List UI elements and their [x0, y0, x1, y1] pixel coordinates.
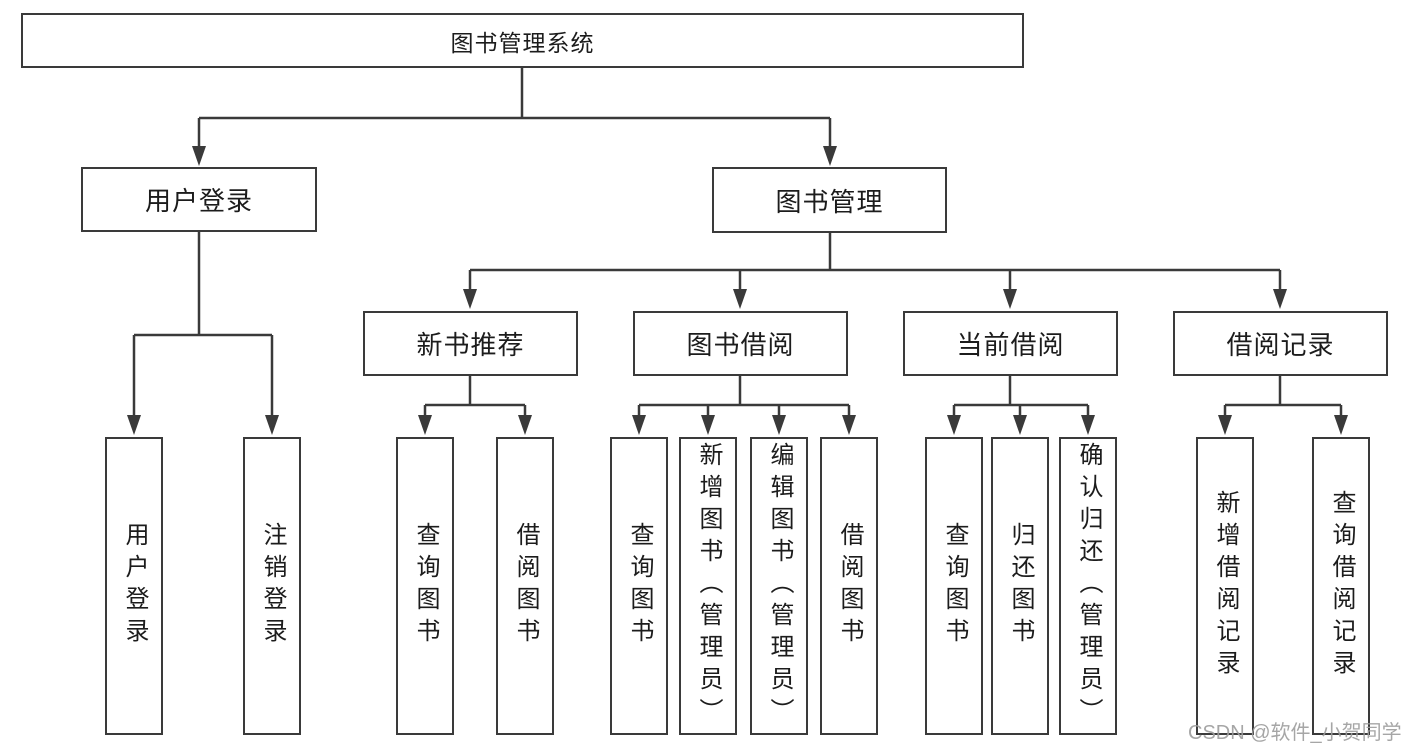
- node-label: 确认归还（管理员）: [1075, 442, 1102, 730]
- node-label: 查询图书: [626, 522, 653, 650]
- node-label: 图书管理: [775, 186, 884, 217]
- node-leaf-query-books-current: 查询图书: [925, 437, 983, 735]
- node-book-borrowing: 图书借阅: [633, 311, 848, 376]
- node-label: 借阅记录: [1226, 330, 1335, 360]
- node-label: 图书管理系统: [450, 29, 595, 56]
- csdn-watermark: CSDN @软件_小贺同学: [1188, 722, 1402, 744]
- node-label: 新增图书（管理员）: [695, 442, 722, 730]
- node-leaf-edit-book-admin: 编辑图书（管理员）: [750, 437, 808, 735]
- node-label: 查询图书: [412, 522, 439, 650]
- node-leaf-borrow-books-recommend: 借阅图书: [496, 437, 554, 735]
- node-borrowing-records: 借阅记录: [1173, 311, 1388, 376]
- node-leaf-return-books: 归还图书: [991, 437, 1049, 735]
- node-label: 编辑图书（管理员）: [766, 442, 793, 730]
- node-label: 图书借阅: [686, 330, 795, 360]
- node-new-book-recommend: 新书推荐: [363, 311, 578, 376]
- node-current-borrowing: 当前借阅: [903, 311, 1118, 376]
- node-label: 归还图书: [1007, 522, 1034, 650]
- node-leaf-query-borrow-record: 查询借阅记录: [1312, 437, 1370, 735]
- node-label: 新增借阅记录: [1212, 490, 1239, 682]
- node-label: 新书推荐: [416, 330, 525, 360]
- node-leaf-user-login: 用户登录: [105, 437, 163, 735]
- node-label: 借阅图书: [512, 522, 539, 650]
- node-leaf-add-book-admin: 新增图书（管理员）: [679, 437, 737, 735]
- node-leaf-borrow-books: 借阅图书: [820, 437, 878, 735]
- node-label: 用户登录: [121, 522, 148, 650]
- node-label: 用户登录: [144, 186, 253, 216]
- node-label: 借阅图书: [836, 522, 863, 650]
- node-leaf-query-books-borrowing: 查询图书: [610, 437, 668, 735]
- node-user-login-branch: 用户登录: [81, 167, 317, 232]
- node-label: 注销登录: [259, 522, 286, 650]
- node-book-management: 图书管理: [712, 167, 947, 233]
- node-leaf-logout: 注销登录: [243, 437, 301, 735]
- node-leaf-query-books-recommend: 查询图书: [396, 437, 454, 735]
- node-library-management-system: 图书管理系统: [21, 13, 1024, 68]
- arrowheads: [127, 146, 1348, 435]
- node-label: 当前借阅: [956, 330, 1065, 360]
- node-leaf-confirm-return-admin: 确认归还（管理员）: [1059, 437, 1117, 735]
- node-label: 查询借阅记录: [1328, 490, 1355, 682]
- node-leaf-add-borrow-record: 新增借阅记录: [1196, 437, 1254, 735]
- node-label: 查询图书: [941, 522, 968, 650]
